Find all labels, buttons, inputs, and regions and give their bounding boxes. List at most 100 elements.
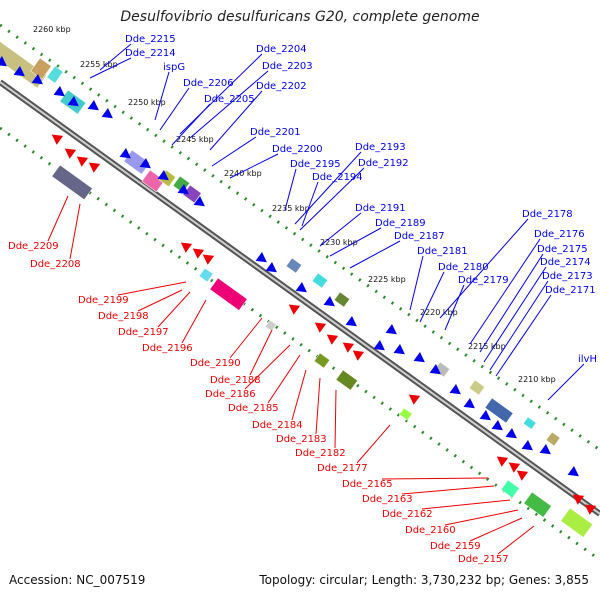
forward-strand-arrow	[87, 100, 99, 111]
forward-gene-label[interactable]: Dde_2192	[358, 158, 409, 169]
forward-gene-label[interactable]: Dde_2214	[125, 48, 176, 59]
gene-feature-block	[0, 39, 48, 89]
reverse-gene-label[interactable]: Dde_2157	[458, 554, 509, 565]
forward-gene-label[interactable]: Dde_2195	[290, 159, 341, 170]
forward-strand-arrow	[463, 398, 475, 409]
forward-gene-label[interactable]: Dde_2176	[534, 229, 585, 240]
forward-gene-leader	[469, 238, 541, 345]
reverse-gene-leader	[334, 389, 337, 449]
forward-gene-label[interactable]: Dde_2200	[272, 144, 323, 155]
forward-strand-arrow	[505, 428, 517, 439]
reverse-gene-label[interactable]: Dde_2188	[210, 375, 261, 386]
forward-gene-leader	[483, 266, 547, 363]
gene-feature-block	[51, 164, 93, 201]
forward-gene-label[interactable]: Dde_2174	[540, 257, 591, 268]
forward-strand-arrow	[139, 158, 151, 169]
forward-gene-label[interactable]: Dde_2175	[537, 244, 588, 255]
forward-gene-label[interactable]: Dde_2193	[355, 142, 406, 153]
reverse-gene-label[interactable]: Dde_2196	[142, 343, 193, 354]
reverse-gene-label[interactable]: Dde_2183	[276, 434, 327, 445]
forward-strand-arrow	[567, 466, 579, 477]
forward-gene-label[interactable]: Dde_2181	[417, 246, 468, 257]
reverse-gene-label[interactable]: Dde_2186	[205, 389, 256, 400]
gene-feature-block	[333, 291, 351, 308]
reverse-gene-label[interactable]: Dde_2198	[98, 311, 149, 322]
forward-gene-leader	[171, 103, 211, 146]
reverse-gene-leader	[267, 354, 301, 404]
reverse-gene-label[interactable]: Dde_2165	[342, 479, 393, 490]
topology-label: Topology: circular; Length: 3,730,232 bp…	[259, 573, 589, 587]
reverse-strand-arrow	[314, 322, 327, 333]
forward-gene-label[interactable]: Dde_2215	[125, 34, 176, 45]
forward-strand-arrow	[429, 364, 441, 375]
scale-label: 2260 kbp	[33, 25, 71, 34]
forward-gene-label[interactable]: Dde_2189	[375, 218, 426, 229]
forward-gene-label[interactable]: ispG	[163, 62, 185, 73]
reverse-strand-arrow	[352, 350, 365, 361]
forward-gene-label[interactable]: Dde_2201	[250, 127, 301, 138]
forward-gene-label[interactable]: Dde_2180	[438, 262, 489, 273]
reverse-strand-arrow	[180, 242, 193, 253]
reverse-gene-label[interactable]: Dde_2184	[252, 420, 303, 431]
forward-strand-arrow	[539, 444, 551, 455]
forward-strand-arrow	[265, 262, 277, 273]
forward-gene-leader	[294, 151, 362, 225]
forward-strand-arrow	[345, 316, 357, 327]
forward-gene-label[interactable]: Dde_2191	[355, 203, 406, 214]
reverse-gene-label[interactable]: Dde_2182	[295, 448, 346, 459]
forward-gene-label[interactable]: Dde_2187	[394, 231, 445, 242]
forward-gene-label[interactable]: Dde_2203	[262, 61, 313, 72]
forward-gene-label[interactable]: Dde_2173	[542, 271, 593, 282]
forward-gene-label[interactable]: Dde_2171	[545, 285, 596, 296]
reverse-gene-label[interactable]: Dde_2177	[317, 463, 368, 474]
forward-gene-label[interactable]: ilvH	[578, 354, 597, 365]
reverse-strand-arrow	[584, 504, 597, 515]
gene-feature-block	[198, 267, 214, 283]
forward-gene-leader	[349, 240, 401, 269]
forward-gene-leader	[329, 227, 382, 257]
forward-gene-leader	[189, 70, 269, 139]
forward-gene-label[interactable]: Dde_2204	[256, 44, 307, 55]
scale-label: 2220 kbp	[420, 308, 458, 317]
reverse-gene-label[interactable]: Dde_2163	[362, 494, 413, 505]
reverse-gene-leader	[444, 509, 519, 526]
forward-strand-arrow	[295, 282, 307, 293]
forward-gene-label[interactable]: Dde_2178	[522, 209, 573, 220]
forward-gene-label[interactable]: Dde_2202	[256, 81, 307, 92]
reverse-gene-label[interactable]: Dde_2160	[405, 525, 456, 536]
gene-feature-block	[335, 369, 358, 391]
forward-strand-arrow	[393, 344, 405, 355]
reverse-gene-label[interactable]: Dde_2208	[30, 259, 81, 270]
scale-label: 2250 kbp	[128, 98, 166, 107]
forward-gene-leader	[211, 136, 257, 167]
forward-gene-label[interactable]: Dde_2205	[204, 94, 255, 105]
forward-gene-leader	[229, 153, 279, 179]
reverse-gene-label[interactable]: Dde_2209	[8, 241, 59, 252]
reverse-gene-label[interactable]: Dde_2197	[118, 327, 169, 338]
reverse-gene-leader	[356, 424, 391, 464]
gene-feature-block	[311, 272, 329, 289]
forward-strand-arrow	[157, 170, 169, 181]
reverse-gene-label[interactable]: Dde_2190	[190, 358, 241, 369]
reverse-strand-arrow	[508, 462, 521, 473]
forward-strand-arrow	[413, 352, 425, 363]
forward-gene-label[interactable]: Dde_2206	[183, 78, 234, 89]
reverse-gene-label[interactable]: Dde_2162	[382, 509, 433, 520]
reverse-gene-label[interactable]: Dde_2199	[78, 295, 129, 306]
reverse-strand-arrow	[288, 304, 301, 315]
forward-strand-arrow	[255, 252, 267, 263]
forward-gene-leader	[439, 218, 529, 319]
scale-label: 2255 kbp	[80, 60, 118, 69]
genome-axis	[0, 79, 600, 517]
forward-gene-label[interactable]: Dde_2194	[312, 172, 363, 183]
reverse-gene-label[interactable]: Dde_2185	[228, 403, 279, 414]
forward-gene-leader	[479, 253, 544, 353]
scale-label: 2225 kbp	[368, 275, 406, 284]
gene-feature-block	[484, 397, 514, 424]
forward-gene-leader	[154, 71, 170, 121]
reverse-gene-label[interactable]: Dde_2159	[430, 541, 481, 552]
forward-gene-label[interactable]: Dde_2179	[458, 275, 509, 286]
reverse-strand-arrow	[572, 494, 585, 505]
